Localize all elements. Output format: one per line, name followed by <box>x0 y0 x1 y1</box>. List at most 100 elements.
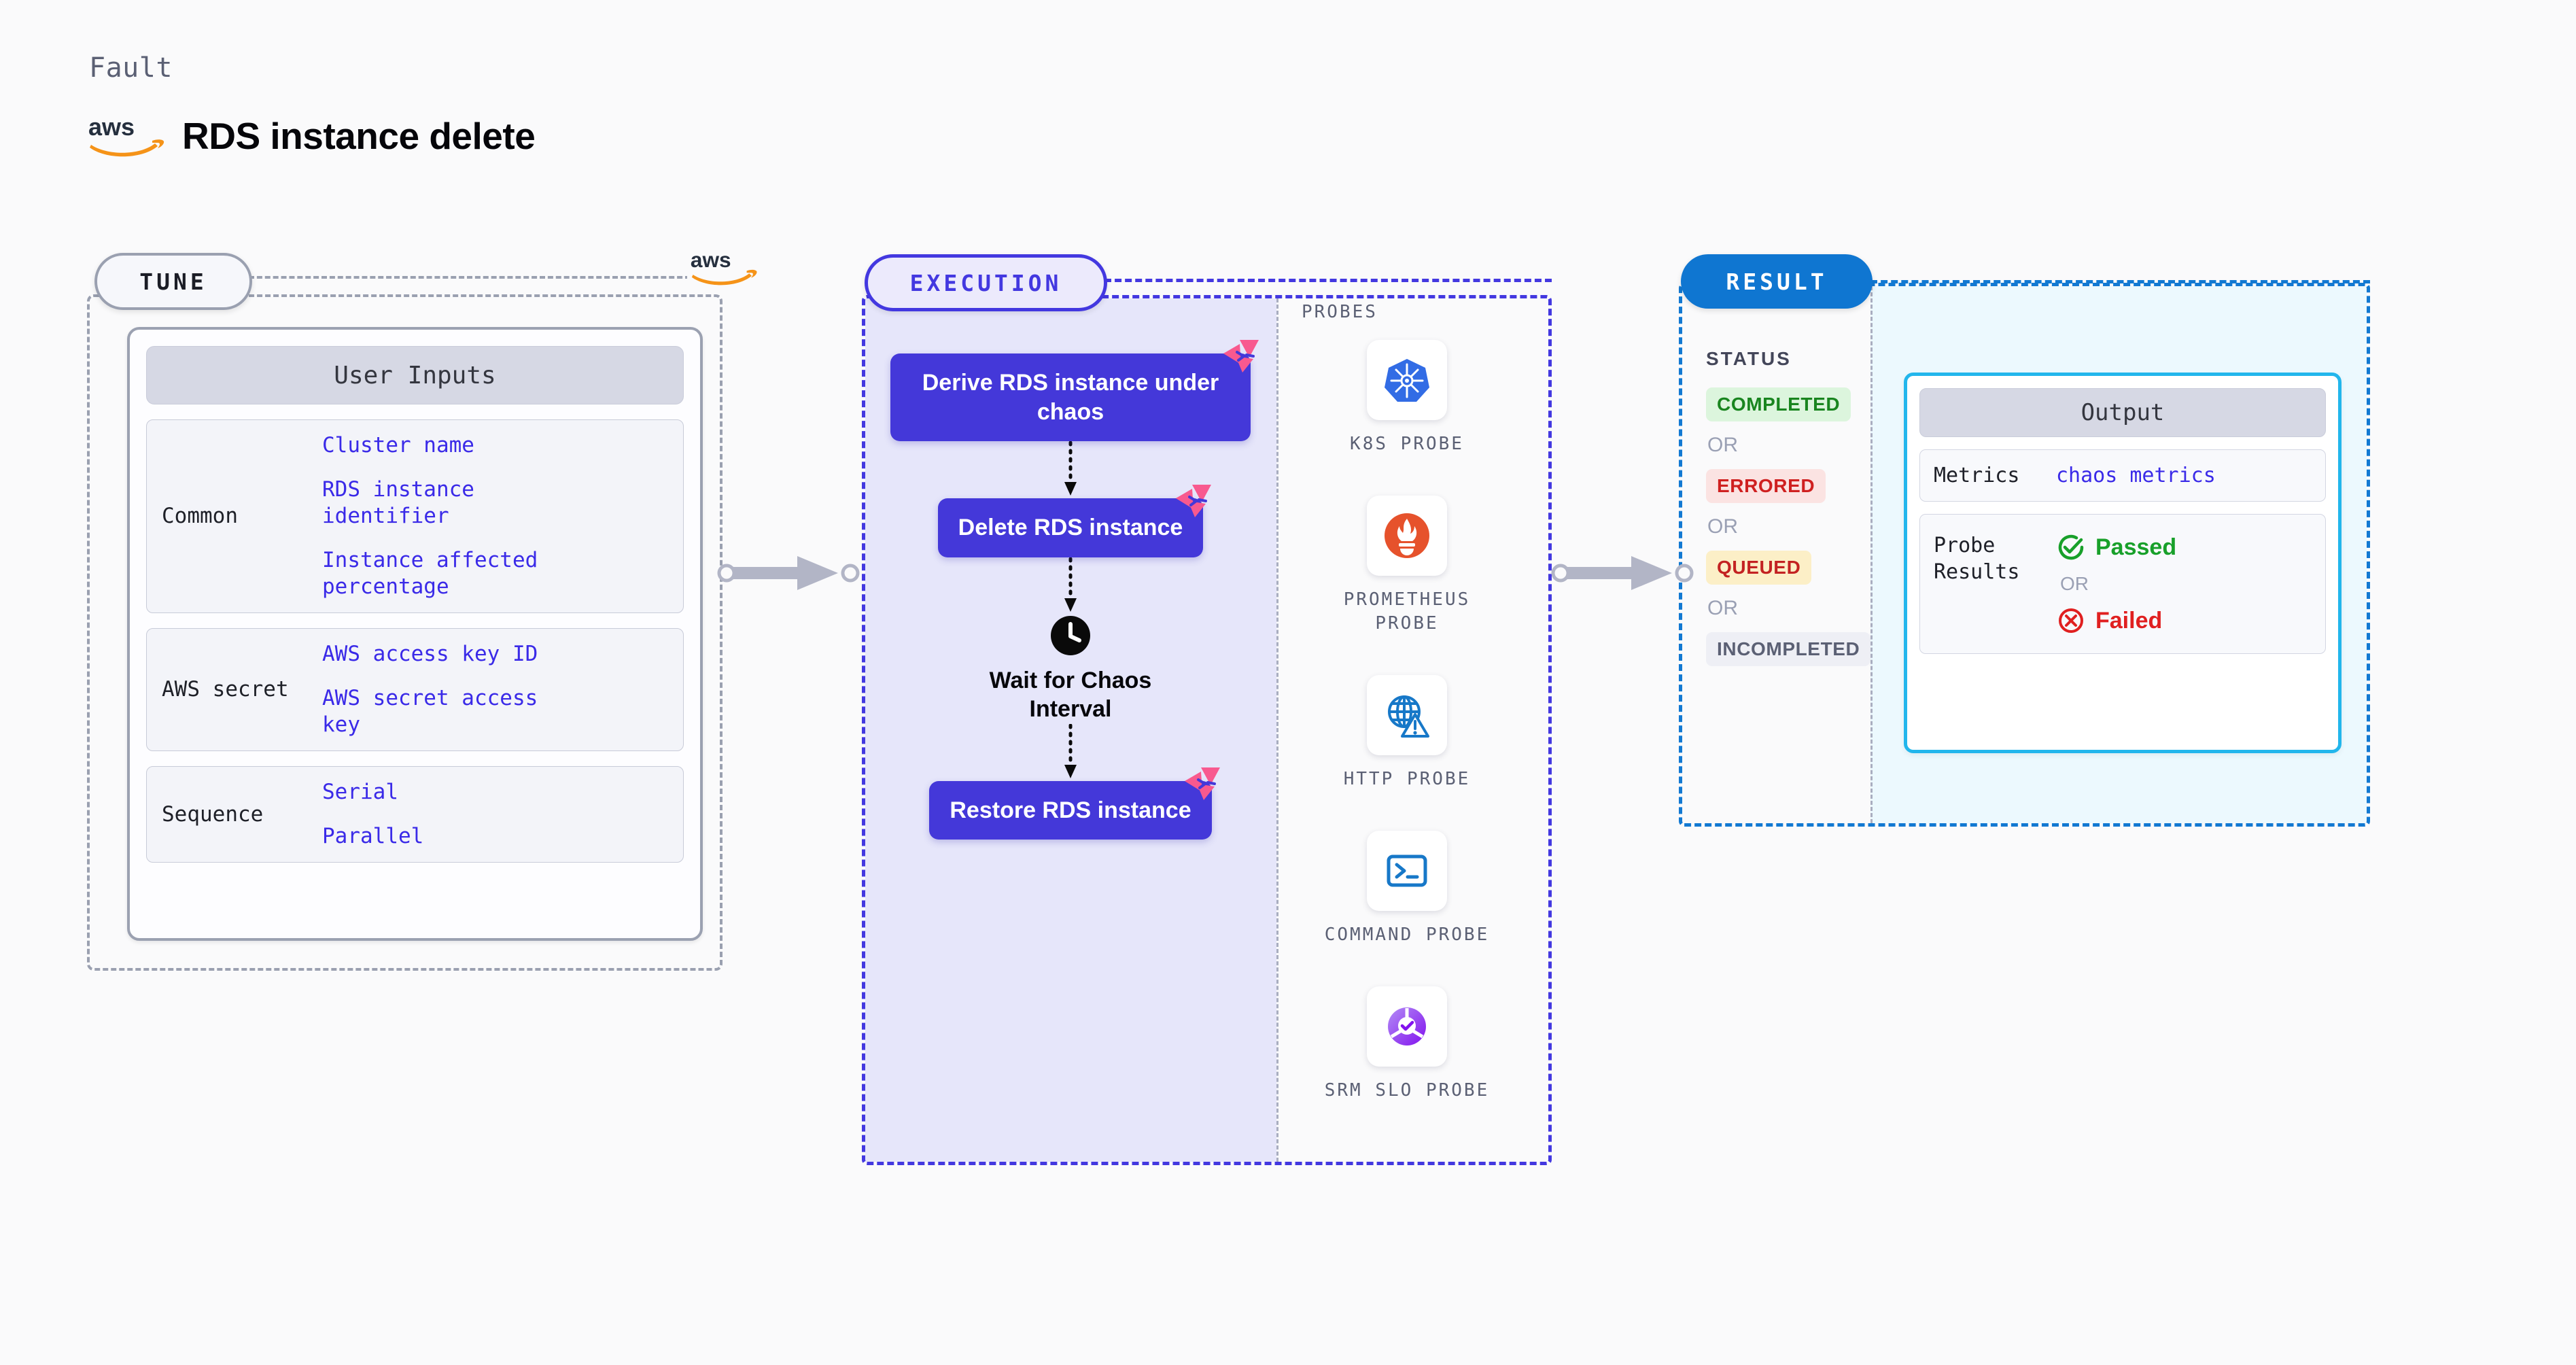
probe-result-or: OR <box>2060 573 2089 594</box>
probe-item-http[interactable]: HTTP PROBE <box>1322 675 1492 791</box>
svg-text:aws: aws <box>88 115 135 141</box>
probe-label: K8S PROBE <box>1350 434 1464 454</box>
probe-tile <box>1367 831 1447 912</box>
flow-step-label: Derive RDS instance under chaos <box>922 370 1219 425</box>
page-title-row: aws RDS instance delete <box>87 114 536 158</box>
execution-probes-divider <box>1276 298 1278 1162</box>
output-title: Output <box>1919 388 2326 437</box>
status-title: STATUS <box>1706 348 1792 369</box>
result-panel <box>1679 283 2370 827</box>
flow-step-label: Restore RDS instance <box>950 797 1191 823</box>
probe-tile <box>1367 675 1447 756</box>
page-kicker: Fault <box>89 52 173 84</box>
flow-arrow-down <box>1064 441 1077 496</box>
input-values: Serial Parallel <box>322 779 423 850</box>
output-metrics-value[interactable]: chaos metrics <box>2056 464 2216 487</box>
probe-item-prometheus[interactable]: PROMETHEUS PROBE <box>1322 496 1492 636</box>
status-badge-completed: COMPLETED <box>1706 387 1851 421</box>
execution-badge-connector <box>1104 279 1552 282</box>
chaos-fault-icon <box>1176 485 1212 517</box>
input-group-aws-secret: AWS secret AWS access key ID AWS secret … <box>146 628 684 752</box>
flow-arrow-down <box>1064 723 1077 778</box>
input-group-common: Common Cluster name RDS instance identif… <box>146 419 684 614</box>
output-row-probe-results: Probe Results Passed OR Failed <box>1919 514 2326 654</box>
x-circle-icon <box>2059 608 2083 633</box>
flow-step-derive[interactable]: Derive RDS instance under chaos <box>890 340 1259 441</box>
input-values: Cluster name RDS instance identifier Ins… <box>322 432 567 600</box>
probe-result-failed-label: Failed <box>2095 607 2163 634</box>
input-group-label: AWS secret <box>162 676 289 702</box>
probe-label: COMMAND PROBE <box>1324 925 1490 946</box>
output-row-label: Metrics <box>1934 464 2020 487</box>
result-divider <box>1870 286 1873 823</box>
status-badge-incompleted: INCOMPLETED <box>1706 632 1871 666</box>
page-title: RDS instance delete <box>182 115 536 157</box>
probe-tile <box>1367 496 1447 576</box>
flow-step-delete[interactable]: Delete RDS instance <box>937 485 1212 557</box>
input-value[interactable]: AWS access key ID <box>322 642 538 667</box>
flow-step-restore[interactable]: Restore RDS instance <box>929 767 1220 840</box>
probe-tile <box>1367 986 1447 1067</box>
chaos-fault-icon <box>1223 340 1259 373</box>
input-group-label: Sequence <box>162 801 264 827</box>
probe-result-failed: Failed <box>2056 606 2176 636</box>
probe-item-k8s[interactable]: K8S PROBE <box>1322 340 1492 456</box>
flow-arrow-down <box>1064 557 1077 612</box>
status-column: STATUS COMPLETED OR ERRORED OR QUEUED OR… <box>1706 348 1871 666</box>
svg-text:aws: aws <box>691 247 731 272</box>
connector-tune-to-execution <box>717 556 860 590</box>
result-badge[interactable]: RESULT <box>1681 254 1873 309</box>
probe-label: SRM SLO PROBE <box>1324 1080 1490 1101</box>
status-or: OR <box>1707 434 1738 456</box>
status-or: OR <box>1707 515 1738 538</box>
input-value[interactable]: AWS secret access key <box>322 686 538 738</box>
probe-item-srm-slo[interactable]: SRM SLO PROBE <box>1322 986 1492 1103</box>
probe-tile <box>1367 340 1447 420</box>
flow-step-wait: Wait for Chaos Interval <box>986 615 1155 724</box>
probe-result-passed-label: Passed <box>2095 534 2177 560</box>
flow-step-label: Delete RDS instance <box>958 515 1183 540</box>
execution-panel <box>862 295 1552 1165</box>
clock-icon <box>1051 615 1090 655</box>
kubernetes-icon <box>1385 359 1429 402</box>
user-inputs-title: User Inputs <box>146 346 684 404</box>
connector-execution-to-result <box>1551 556 1694 590</box>
result-badge-connector <box>1870 280 2370 283</box>
input-value[interactable]: Cluster name <box>322 433 474 457</box>
tune-panel <box>87 294 723 971</box>
input-value[interactable]: RDS instance identifier <box>322 477 474 529</box>
probe-result-passed: Passed <box>2056 532 2176 562</box>
input-values: AWS access key ID AWS secret access key <box>322 641 567 738</box>
globe-warning-icon <box>1388 695 1429 738</box>
output-row-metrics: Metrics chaos metrics <box>1919 449 2326 502</box>
output-row-label: Probe Results <box>1934 534 2020 584</box>
probes-title: PROBES <box>1302 302 1378 322</box>
probes-list: K8S PROBE PROMETHEUS PROBE <box>1291 340 1522 1103</box>
terminal-icon <box>1387 854 1427 887</box>
aws-logo-icon: aws <box>88 115 164 157</box>
execution-badge[interactable]: EXECUTION <box>865 254 1107 311</box>
input-value[interactable]: Instance affected percentage <box>322 548 538 600</box>
input-group-sequence: Sequence Serial Parallel <box>146 766 684 863</box>
probe-result-values: Passed OR Failed <box>2056 532 2176 636</box>
status-or: OR <box>1707 597 1738 619</box>
execution-flow: Derive RDS instance under chaos Delete R… <box>890 340 1259 840</box>
check-circle-icon <box>2058 534 2084 560</box>
input-value[interactable]: Parallel <box>322 824 424 849</box>
probe-item-command[interactable]: COMMAND PROBE <box>1322 831 1492 947</box>
output-card: Output Metrics chaos metrics Probe Resul… <box>1904 373 2342 753</box>
user-inputs-card: User Inputs Common Cluster name RDS inst… <box>127 327 703 941</box>
prometheus-icon <box>1385 513 1429 559</box>
probe-label: PROMETHEUS PROBE <box>1343 589 1471 634</box>
input-value[interactable]: Serial <box>322 780 398 805</box>
probe-label: HTTP PROBE <box>1343 769 1471 790</box>
tune-aws-logo-icon: aws <box>687 247 763 286</box>
status-badge-errored: ERRORED <box>1706 469 1826 503</box>
flow-step-label: Wait for Chaos Interval <box>989 667 1152 723</box>
input-group-label: Common <box>162 503 238 528</box>
chaos-fault-icon <box>1184 767 1220 800</box>
tune-badge[interactable]: TUNE <box>94 253 252 310</box>
srm-slo-icon <box>1388 1007 1426 1046</box>
status-badge-queued: QUEUED <box>1706 551 1812 585</box>
